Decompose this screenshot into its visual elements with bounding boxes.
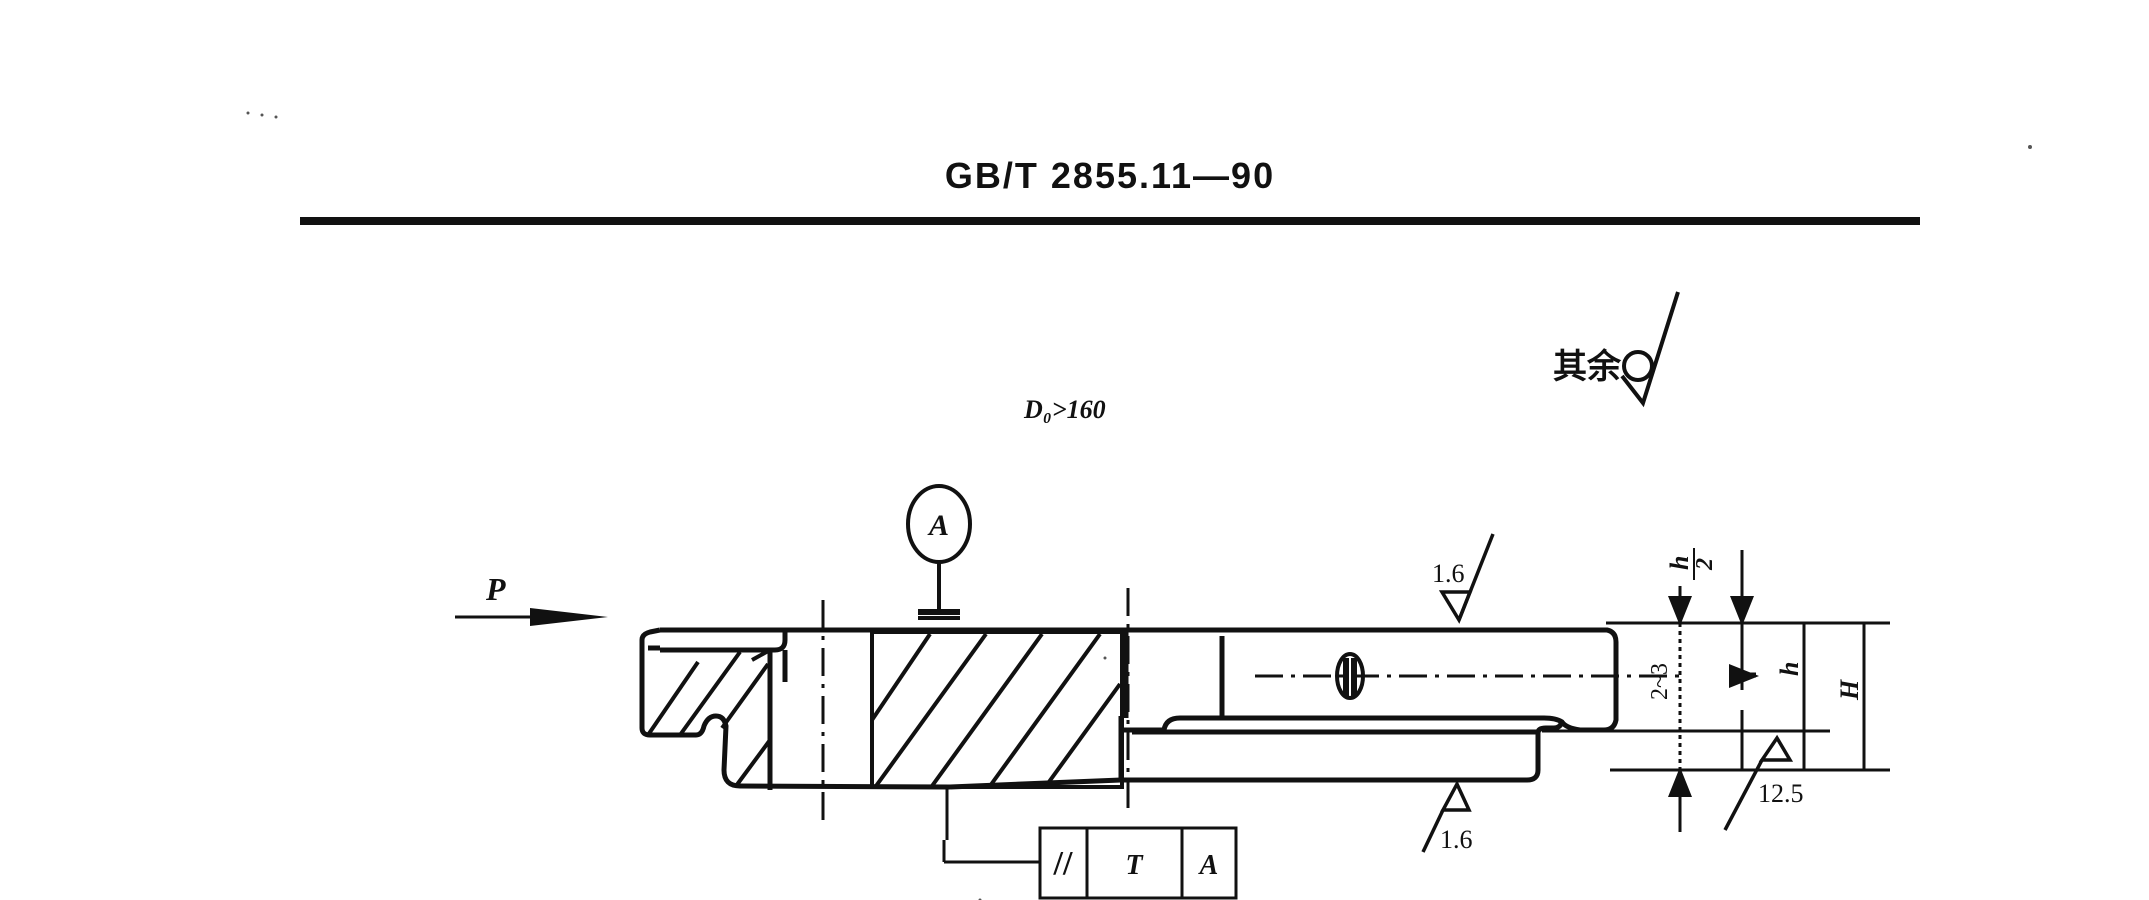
roughness-right-symbol [1723,734,1794,831]
H-dimension-label: H [1835,679,1864,701]
standard-number-header: GB/T 2855.11—90 [944,155,1276,196]
centre-lines [821,588,1680,820]
roughness-bottom-value: 1.6 [1440,825,1473,854]
h-dimension-label: h [1775,662,1804,676]
diameter-condition-note: D₀>160 [1023,395,1106,424]
parallelism-symbol: // [1053,845,1073,882]
datum-callout [906,484,972,620]
other-surfaces-note: 其余 [1553,347,1622,386]
tolerance-datum: A [1198,850,1219,881]
tolerance-frame [1038,826,1238,900]
roughness-top-value: 1.6 [1432,559,1465,588]
datum-label: A [927,509,949,542]
header-rule [300,217,1920,225]
roughness-bottom-symbol [1421,780,1472,853]
half-h-label: h [1665,556,1694,570]
dimension-lines [1542,550,1890,832]
section-hatching-left [646,648,772,788]
section-hatching-centre [870,630,1124,789]
pin-section-symbol [1335,652,1365,700]
roughness-not-machined-symbol [1620,291,1680,408]
roughness-right-value: 12.5 [1758,779,1804,808]
force-arrow [455,608,608,626]
roughness-top-symbol [1438,533,1495,624]
force-label: P [485,571,506,607]
range-label: 2~3 [1647,663,1673,700]
tolerance-leader [942,787,1040,864]
tolerance-value: T [1125,850,1144,881]
half-h-denominator: 2 [1692,558,1718,571]
